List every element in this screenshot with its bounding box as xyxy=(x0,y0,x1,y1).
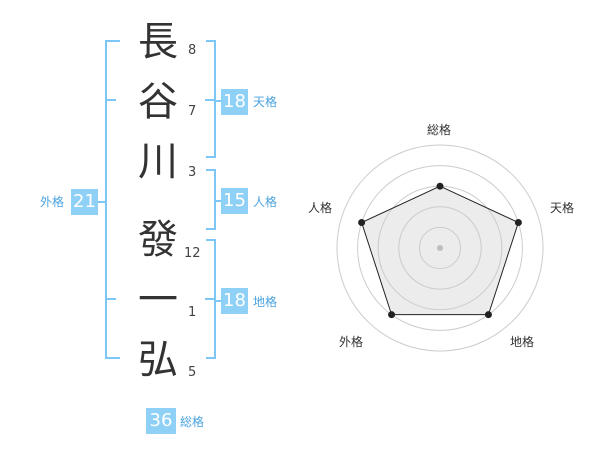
jinkaku-bracket xyxy=(206,169,222,230)
stroke-count-3: 3 xyxy=(188,165,197,180)
jinkaku-value: 15 xyxy=(221,188,248,214)
chikaku-value: 18 xyxy=(221,288,248,314)
radar-point-2 xyxy=(514,219,522,227)
name-char-6: 弘 xyxy=(138,337,178,383)
gaikaku-bracket xyxy=(97,40,120,359)
radar-axis-tenkaku: 天格 xyxy=(550,201,575,215)
stroke-count-4: 12 xyxy=(184,246,201,261)
stroke-count-6: 5 xyxy=(188,365,197,380)
chikaku-bracket xyxy=(205,239,222,359)
radar-chart xyxy=(336,144,544,352)
radar-point-1 xyxy=(436,182,444,190)
radar-axis-jinkaku: 人格 xyxy=(308,201,333,215)
tenkaku-label: 天格 xyxy=(253,95,278,109)
radar-ring-4 xyxy=(357,165,523,331)
radar-ring-5 xyxy=(336,144,544,352)
radar-ring-1 xyxy=(418,226,462,270)
name-char-1: 長 xyxy=(138,19,178,65)
name-char-4: 發 xyxy=(138,217,178,263)
chikaku-label: 地格 xyxy=(253,295,278,309)
radar-ring-2 xyxy=(398,206,482,290)
tenkaku-bracket xyxy=(205,40,222,158)
radar-point-3 xyxy=(484,311,492,319)
gaikaku-value: 21 xyxy=(71,189,98,215)
radar-axis-chikaku: 地格 xyxy=(510,335,535,349)
radar-score-polygon xyxy=(361,185,519,316)
radar-center xyxy=(437,245,443,251)
stroke-count-5: 1 xyxy=(188,305,197,320)
name-char-5: 一 xyxy=(138,277,178,323)
soukaku-value: 36 xyxy=(146,408,176,434)
radar-axis-gaikaku: 外格 xyxy=(339,335,364,349)
radar-point-4 xyxy=(388,311,396,319)
radar-axis-soukaku: 総格 xyxy=(427,123,452,137)
tenkaku-value: 18 xyxy=(221,89,248,115)
stroke-count-2: 7 xyxy=(188,104,197,119)
name-char-3: 川 xyxy=(138,139,178,185)
radar-point-5 xyxy=(358,219,366,227)
jinkaku-label: 人格 xyxy=(253,195,278,209)
name-char-2: 谷 xyxy=(138,79,178,125)
soukaku-label: 総格 xyxy=(180,415,205,429)
gaikaku-label: 外格 xyxy=(40,195,65,209)
stroke-count-1: 8 xyxy=(188,43,197,58)
